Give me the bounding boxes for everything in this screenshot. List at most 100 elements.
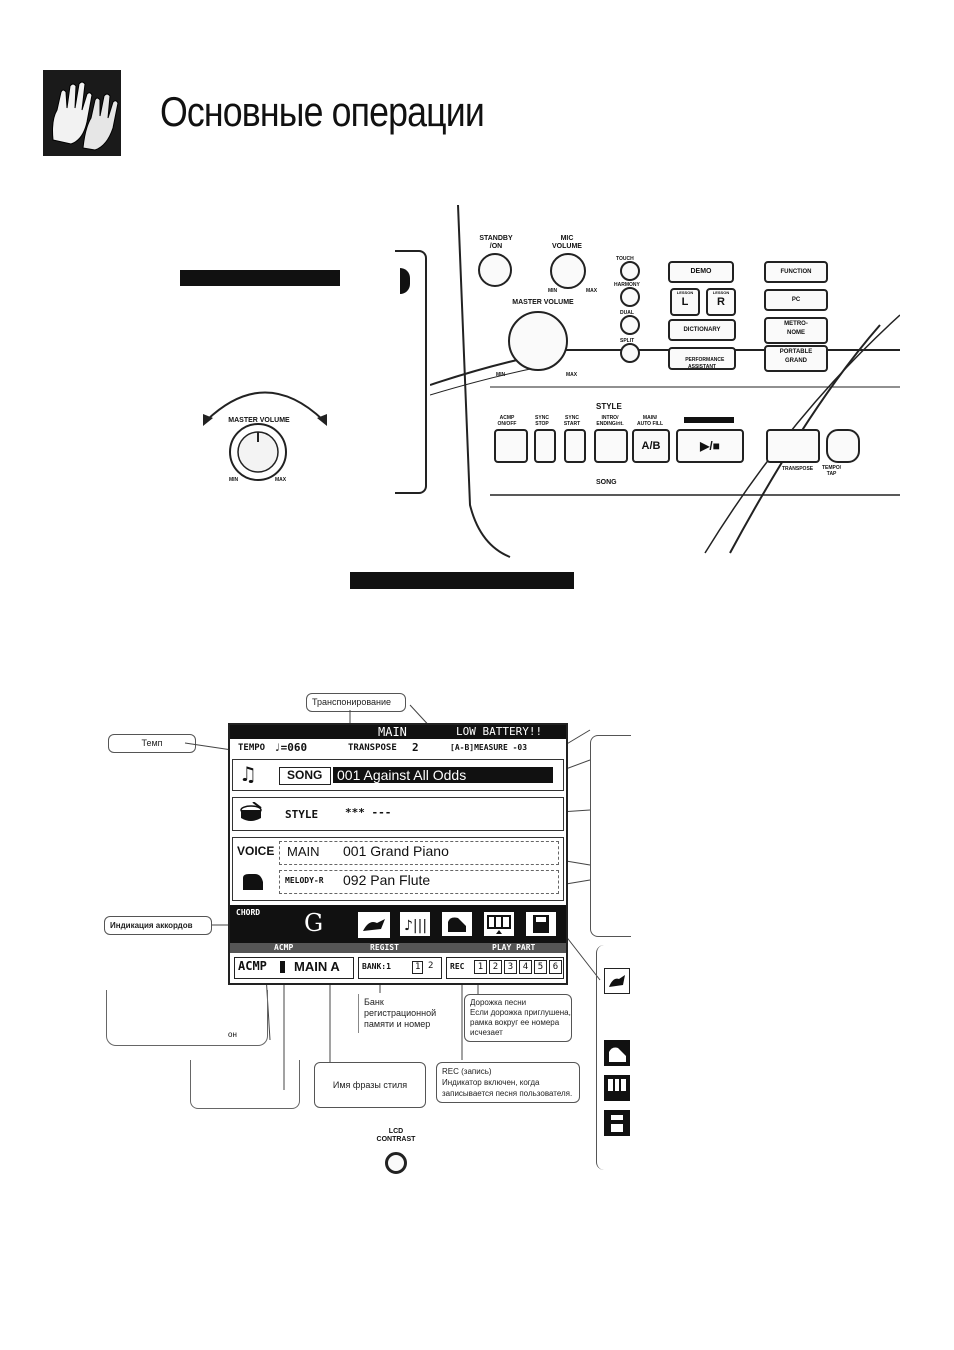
start-stop-label: ▶/■ (700, 439, 720, 453)
split-button[interactable] (620, 343, 640, 363)
keyboard-panel: STANDBY /ON MIC VOLUME MIN MAX MASTER VO… (430, 205, 900, 565)
lcd-melody-value: 092 Pan Flute (343, 872, 430, 888)
lcd-chord-band (230, 905, 566, 943)
lesson-r-button[interactable]: LESSON R (706, 288, 736, 316)
callout-style-frame (190, 1060, 300, 1109)
demo-label: DEMO (691, 268, 712, 275)
song-label: SONG (596, 479, 617, 487)
svg-text:♪|||: ♪||| (404, 918, 427, 934)
page-title: Основные операции (160, 88, 484, 136)
piano-icon (241, 872, 265, 890)
metronome-label: METRO- NOME (784, 321, 808, 336)
start-stop-button[interactable]: ▶/■ (676, 429, 744, 463)
lesson-hand-icon-side (604, 968, 630, 994)
lesson-l-button[interactable]: LESSON L (670, 288, 700, 316)
tempo-tap-label: TEMPO/ TAP (822, 465, 841, 477)
lcd-transpose-label: TRANSPOSE (348, 743, 397, 753)
dictionary-button[interactable]: DICTIONARY (668, 319, 736, 341)
demo-button[interactable]: DEMO (668, 261, 734, 283)
function-button[interactable]: FUNCTION (764, 261, 828, 283)
acmp-button[interactable] (494, 429, 528, 463)
lcd-screen: MAIN LOW BATTERY!! TEMPO ♩=060 TRANSPOSE… (228, 723, 568, 985)
acmp-label: ACMP ON/OFF (492, 415, 522, 427)
dual-button[interactable] (620, 315, 640, 335)
hands-icon (43, 70, 121, 156)
intro-button[interactable] (594, 429, 628, 463)
lcd-part-3[interactable]: 3 (504, 960, 517, 974)
lcd-mode: MAIN (378, 725, 407, 739)
master-volume-label: MASTER VOLUME (498, 299, 588, 307)
sync-stop-label: SYNC STOP (530, 415, 554, 427)
lcd-low-battery: LOW BATTERY!! (456, 725, 542, 739)
sync-stop-button[interactable] (534, 429, 556, 463)
lcd-regist-section: REGIST (370, 943, 399, 953)
lcd-part-4[interactable]: 4 (519, 960, 532, 974)
lcd-acmp-indicator (280, 961, 285, 973)
pc-button[interactable]: PC (764, 289, 828, 311)
knob-label: MASTER VOLUME (219, 417, 299, 425)
disk-icon (526, 912, 556, 936)
lcd-style-label: STYLE (285, 808, 318, 821)
lcd-contrast-label: LCD CONTRAST (366, 1128, 426, 1144)
redacted-caption-bar (350, 572, 574, 589)
callout-phrase: Имя фразы стиля (314, 1062, 426, 1108)
transpose-button[interactable] (766, 429, 820, 463)
callout-acmp-frame (106, 990, 268, 1046)
mic-volume-knob[interactable] (550, 253, 586, 289)
lcd-style-row: STYLE *** --- (232, 797, 564, 831)
callout-transpose: Транспонирование (306, 693, 406, 712)
master-min: MIN (496, 371, 505, 379)
lcd-play-part-section: PLAY PART (492, 943, 535, 953)
music-note-icon: ♫ (239, 762, 257, 786)
lesson-l-letter: L (672, 296, 698, 308)
master-max: MAX (566, 371, 577, 379)
sync-start-label: SYNC START (560, 415, 584, 427)
performance-assistant-button[interactable]: PERFORMANCE ASSISTANT (668, 347, 736, 370)
lcd-part-1[interactable]: 1 (474, 960, 487, 974)
touch-button[interactable] (620, 261, 640, 281)
lcd-song-value: 001 Against All Odds (337, 766, 466, 784)
lcd-part-2[interactable]: 2 (489, 960, 502, 974)
lcd-chord-value: G (304, 909, 323, 937)
lcd-part-6[interactable]: 6 (549, 960, 562, 974)
lesson-r-letter: R (708, 296, 734, 308)
portable-grand-button[interactable]: PORTABLE GRAND (764, 345, 828, 372)
lcd-rec-label: REC (450, 962, 464, 971)
lcd-bank-label: BANK:1 (362, 962, 391, 971)
ab-button[interactable]: A/B (632, 429, 670, 463)
lesson-hand-icon (358, 912, 390, 938)
lcd-bank-1[interactable]: 1 (412, 961, 423, 974)
lcd-tempo-label: TEMPO (238, 743, 265, 753)
sync-start-button[interactable] (564, 429, 586, 463)
dictionary-label: DICTIONARY (683, 327, 720, 333)
harmony-button[interactable] (620, 287, 640, 307)
function-label: FUNCTION (781, 269, 812, 275)
lcd-acmp-section: ACMP (274, 943, 293, 953)
pc-label: PC (792, 297, 800, 303)
lcd-contrast-knob[interactable] (385, 1152, 407, 1174)
lcd-bank-2[interactable]: 2 (428, 961, 433, 972)
master-volume-knob[interactable] (508, 311, 568, 371)
callout-chord: Индикация аккордов (104, 916, 212, 935)
style-bar (684, 417, 734, 423)
lcd-part-5[interactable]: 5 (534, 960, 547, 974)
portable-grand-icon (442, 912, 472, 936)
portable-grand-icon-side (604, 1040, 630, 1066)
performance-assistant-label: PERFORMANCE ASSISTANT (685, 357, 724, 370)
keyboard-icon (484, 912, 514, 936)
lcd-song-row: ♫ SONG 001 Against All Odds (232, 759, 564, 791)
lcd-measure: [A-B]MEASURE -03 (450, 743, 527, 752)
lcd-transpose-value: 2 (412, 741, 419, 754)
drum-icon (239, 802, 263, 824)
ab-label: A/B (642, 440, 661, 452)
lcd-voice-label: VOICE (237, 844, 274, 858)
lcd-style-value: *** --- (345, 806, 391, 819)
metronome-button[interactable]: METRO- NOME (764, 317, 828, 344)
keyboard-icon-side (604, 1075, 630, 1101)
standby-button[interactable] (478, 253, 512, 287)
knob-min: MIN (229, 476, 238, 484)
intro-label: INTRO/ ENDING/rit. (590, 415, 630, 427)
transpose-label: TRANSPOSE (782, 465, 813, 473)
tempo-tap-button[interactable] (826, 429, 860, 463)
